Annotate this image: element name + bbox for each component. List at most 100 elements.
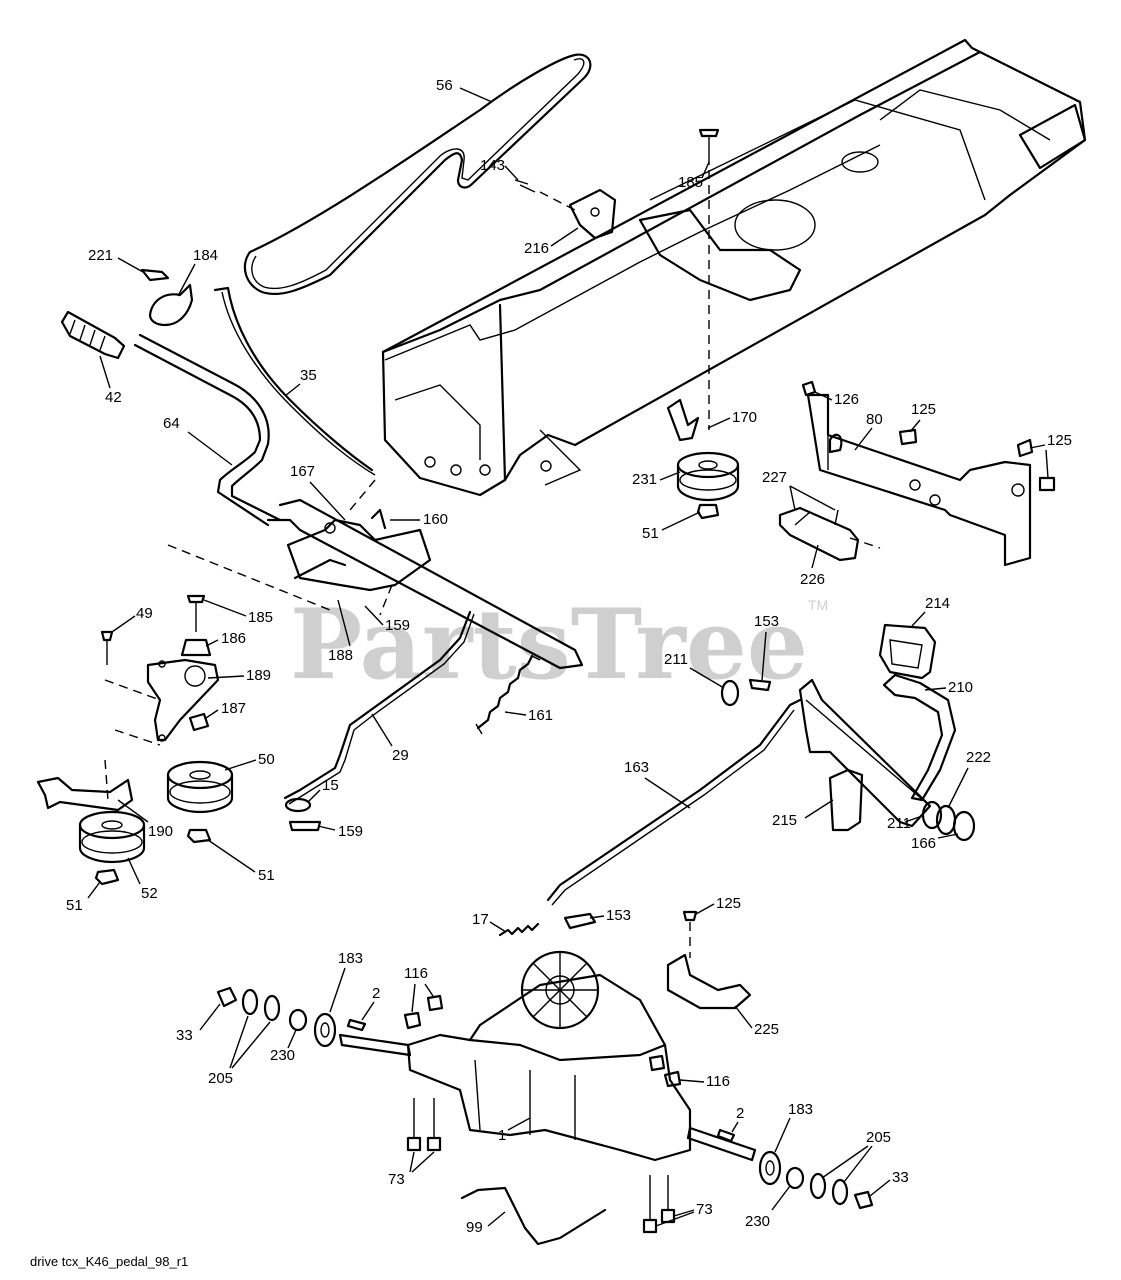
callout-211-bottom: 211 (887, 815, 911, 832)
callout-126: 126 (834, 391, 859, 408)
knob-grip-42 (60, 310, 126, 360)
nut-51-right (696, 503, 720, 520)
callout-99: 99 (466, 1219, 483, 1236)
callout-49: 49 (136, 605, 153, 622)
pedal-arm-210 (798, 673, 957, 828)
callout-51-left: 51 (66, 897, 83, 914)
nuts-116-right (648, 1054, 682, 1088)
callout-231: 231 (632, 471, 657, 488)
clip-153-lower (563, 912, 597, 930)
callout-51-mid: 51 (258, 867, 275, 884)
lever-64 (133, 333, 584, 670)
callout-187: 187 (221, 700, 246, 717)
callout-161: 161 (528, 707, 553, 724)
bolts-73-right (642, 1175, 676, 1234)
callout-185-left: 185 (248, 609, 273, 626)
key-2-right (716, 1128, 736, 1143)
callout-2-left: 2 (372, 985, 380, 1002)
pivot-bracket (286, 508, 432, 616)
washer-15 (284, 797, 312, 813)
pulley-231 (676, 451, 740, 502)
nuts-116-left (403, 994, 444, 1030)
callout-50: 50 (258, 751, 275, 768)
callout-222: 222 (966, 749, 991, 766)
callout-183-left: 183 (338, 950, 363, 967)
callout-210: 210 (948, 679, 973, 696)
clip-159-lower (288, 820, 322, 832)
rod-99 (460, 1186, 607, 1246)
bolt-185-top (698, 128, 720, 430)
callout-116-right: 116 (706, 1073, 730, 1090)
washers-205-right (809, 1172, 849, 1206)
clip-221 (140, 268, 170, 282)
drive-belt (243, 53, 592, 296)
pulley-52 (78, 810, 146, 864)
bolt-126 (801, 380, 817, 397)
bracket-190 (36, 776, 134, 812)
pulley-50 (166, 760, 234, 814)
bracket-225 (666, 953, 752, 1010)
bracket-80 (806, 393, 1032, 567)
bearing-183-right (758, 1150, 782, 1186)
callout-188: 188 (328, 647, 353, 664)
key-2-left (346, 1018, 367, 1032)
callout-35: 35 (300, 367, 317, 384)
callout-216: 216 (524, 240, 549, 257)
callout-185-top: 185 (678, 174, 703, 191)
callout-64: 64 (163, 415, 180, 432)
callout-190: 190 (148, 823, 173, 840)
callout-125-mid: 125 (911, 401, 936, 418)
callout-17: 17 (472, 911, 489, 928)
transaxle-1 (338, 950, 757, 1162)
callout-230-right: 230 (745, 1213, 770, 1230)
callout-167: 167 (290, 463, 315, 480)
pedal-pad-214 (878, 623, 937, 680)
callout-labels: 56 185 143 216 221 184 42 35 64 167 160 … (66, 77, 1072, 1236)
callout-80: 80 (866, 411, 883, 428)
bolts-73-left (406, 1098, 442, 1152)
callout-170: 170 (732, 409, 757, 426)
bracket-170 (666, 398, 700, 442)
callout-205-right: 205 (866, 1129, 891, 1146)
callout-33-right: 33 (892, 1169, 909, 1186)
callout-33-left: 33 (176, 1027, 193, 1044)
washer-230-right (785, 1166, 805, 1190)
callout-159-bottom: 159 (338, 823, 363, 840)
callout-183-right: 183 (788, 1101, 813, 1118)
callout-29: 29 (392, 747, 409, 764)
callout-163: 163 (624, 759, 649, 776)
callout-227: 227 (762, 469, 787, 486)
bracket-215 (828, 768, 864, 832)
callout-230-left: 230 (270, 1047, 295, 1064)
callout-143: 143 (480, 157, 505, 174)
rod-163 (546, 698, 802, 906)
callout-221: 221 (88, 247, 113, 264)
watermark-logo: PartsTree (290, 588, 808, 701)
callout-125-lower: 125 (716, 895, 741, 912)
idler-arm-assembly (100, 544, 331, 801)
bushing-211-bottom (921, 800, 943, 830)
bolt-125-lower (682, 910, 698, 958)
washer-230-left (288, 1008, 308, 1032)
callout-214: 214 (925, 595, 950, 612)
callout-159-top: 159 (385, 617, 410, 634)
callout-51-right: 51 (642, 525, 659, 542)
callout-189: 189 (246, 667, 271, 684)
callout-184: 184 (193, 247, 218, 264)
callout-225: 225 (754, 1021, 779, 1038)
callout-226: 226 (800, 571, 825, 588)
plate-226 (778, 506, 881, 562)
callout-153-bottom: 153 (606, 907, 631, 924)
callout-1: 1 (498, 1127, 506, 1144)
clip-153-top (748, 678, 772, 692)
callout-73-right: 73 (696, 1201, 713, 1218)
washer-33-left (216, 986, 238, 1008)
bearing-183-left (313, 1012, 337, 1048)
callout-52: 52 (141, 885, 158, 902)
bushing-211-top (720, 679, 740, 707)
spring-161 (475, 654, 541, 735)
bracket-216 (514, 179, 617, 240)
callout-166: 166 (911, 835, 936, 852)
bolt-125-right (1016, 438, 1056, 492)
